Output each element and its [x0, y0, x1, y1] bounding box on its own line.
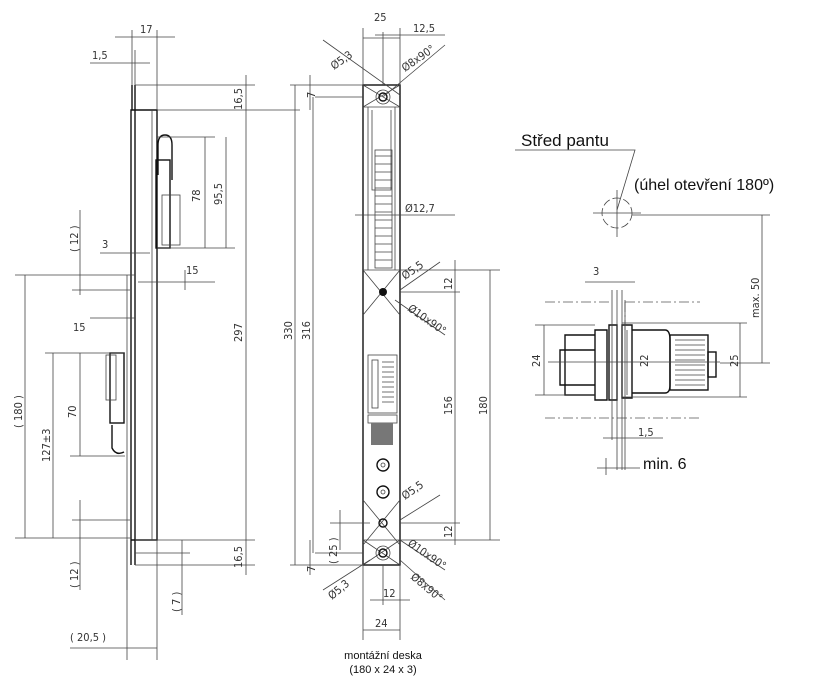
dim-width-3: 3	[593, 265, 599, 278]
top-view-geometry	[515, 149, 720, 470]
dim-height-24: 24	[530, 354, 543, 367]
dim-width-1-5: 1,5	[92, 49, 108, 62]
side-view-geometry	[105, 85, 181, 590]
dim-width-24: 24	[375, 617, 388, 630]
side-view: 17 1,5 16,5 16,5 297 95,5 78 3 15 ( 12 )…	[12, 23, 300, 660]
dim-min-6: min. 6	[643, 456, 687, 473]
dim-width-17: 17	[140, 23, 153, 36]
front-view: 25 12,5 Ø5,3 Ø8x90° 7 330 316 Ø12,7 Ø5,5…	[282, 11, 500, 676]
dim-width-25: 25	[374, 11, 387, 24]
dim-height-297: 297	[232, 323, 245, 342]
dim-top-16-5: 16,5	[232, 88, 245, 110]
dim-width-1-5: 1,5	[638, 426, 654, 439]
dim-height-156: 156	[442, 396, 455, 415]
dim-bottom-16-5: 16,5	[232, 546, 245, 568]
dim-height-95-5: 95,5	[212, 183, 225, 205]
dim-countersink-8-top: Ø8x90°	[399, 42, 437, 74]
dim-hole-5-3-bottom: Ø5,3	[326, 577, 352, 602]
dim-diameter-12-7: Ø12,7	[405, 202, 435, 215]
front-view-dimension-lines	[290, 28, 500, 640]
dim-height-180: ( 180 )	[12, 395, 25, 428]
dim-height-70: 70	[66, 405, 79, 418]
hinge-center-label: Střed pantu	[521, 131, 609, 150]
mounting-plate-size: (180 x 24 x 3)	[349, 664, 416, 676]
dim-width-12: 12	[383, 587, 396, 600]
dim-width-15-upper: 15	[186, 264, 199, 277]
dim-height-7-bottom: 7	[305, 566, 318, 572]
dim-height-316: 316	[300, 321, 313, 340]
top-view: Střed pantu (úhel otevření 180º) max. 50…	[515, 131, 774, 475]
dim-width-20-5: ( 20,5 )	[70, 631, 106, 644]
dim-countersink-8-bottom: Ø8x90°	[408, 570, 445, 604]
dim-height-25: ( 25 )	[327, 537, 340, 564]
dim-height-12-lower: ( 12 )	[68, 561, 81, 588]
dim-height-7-top: 7	[305, 92, 318, 98]
dim-width-12-5: 12,5	[413, 22, 435, 35]
front-view-geometry	[362, 84, 401, 566]
hinge-opening-angle-note: (úhel otevření 180º)	[634, 177, 774, 194]
dim-width-3: 3	[102, 238, 108, 251]
dim-hole-5-5-top: Ø5,5	[399, 258, 426, 282]
dim-height-12-bottom: 12	[442, 525, 455, 538]
dim-countersink-10-bottom: Ø10x90°	[405, 537, 448, 573]
dim-hole-5-3-top: Ø5,3	[328, 48, 355, 72]
dim-height-330: 330	[282, 321, 295, 340]
dim-height-7: ( 7 )	[170, 592, 183, 612]
dim-height-12-top: 12	[442, 277, 455, 290]
side-view-dimension-lines	[15, 30, 300, 660]
mounting-plate-caption: montážní deska	[344, 650, 423, 662]
dim-height-127: 127±3	[40, 429, 53, 462]
dim-max-50: max. 50	[749, 278, 762, 318]
dim-hole-5-5-bottom: Ø5,5	[399, 478, 426, 502]
dim-height-78: 78	[190, 189, 203, 202]
dim-height-25: 25	[728, 354, 741, 367]
dim-height-12-upper: ( 12 )	[68, 225, 81, 252]
dim-countersink-10-top: Ø10x90°	[405, 302, 448, 338]
dim-height-180: 180	[477, 396, 490, 415]
top-view-dimension-lines	[535, 214, 770, 475]
dim-height-22: 22	[638, 354, 651, 367]
dim-width-15-lower: 15	[73, 321, 86, 334]
